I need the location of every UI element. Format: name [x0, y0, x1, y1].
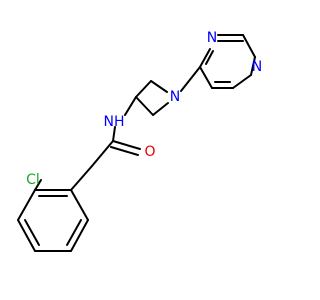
bond [180, 66, 201, 92]
atom-labels: Cl O NH N N N [26, 30, 262, 188]
bond [205, 50, 214, 65]
bond [110, 146, 139, 156]
bond [91, 140, 114, 167]
atom-label-n-pyrazine-right: N [252, 59, 262, 75]
bond [17, 219, 36, 252]
structure-diagram: Cl O NH N N N [17, 30, 262, 252]
bond [135, 80, 152, 98]
bond [199, 66, 213, 89]
bond [135, 96, 154, 116]
atom-label-nh: NH [104, 114, 125, 130]
molecule-canvas: Cl O NH N N N [17, 30, 262, 252]
bond [112, 126, 116, 142]
bond [17, 189, 36, 221]
bond [70, 189, 89, 221]
bond [34, 179, 42, 191]
bond [70, 165, 93, 191]
bond [150, 80, 168, 93]
bond [242, 34, 256, 58]
pyrazine-ring [199, 34, 256, 89]
bond [112, 140, 141, 150]
azetidine-ring [135, 66, 201, 116]
bond [70, 219, 89, 252]
benzene-ring [17, 179, 89, 252]
bond [124, 96, 137, 116]
amide-chain [70, 96, 141, 191]
bond [24, 219, 40, 246]
bond [199, 48, 211, 68]
bond [152, 102, 169, 116]
bond [232, 74, 252, 89]
bond [250, 56, 256, 76]
atom-label-cl: Cl [26, 172, 40, 188]
atom-label-o: O [144, 144, 155, 160]
atom-label-n-azetidine: N [170, 89, 180, 105]
atom-label-n-pyrazine-top: N [207, 30, 217, 46]
bond [66, 219, 82, 246]
